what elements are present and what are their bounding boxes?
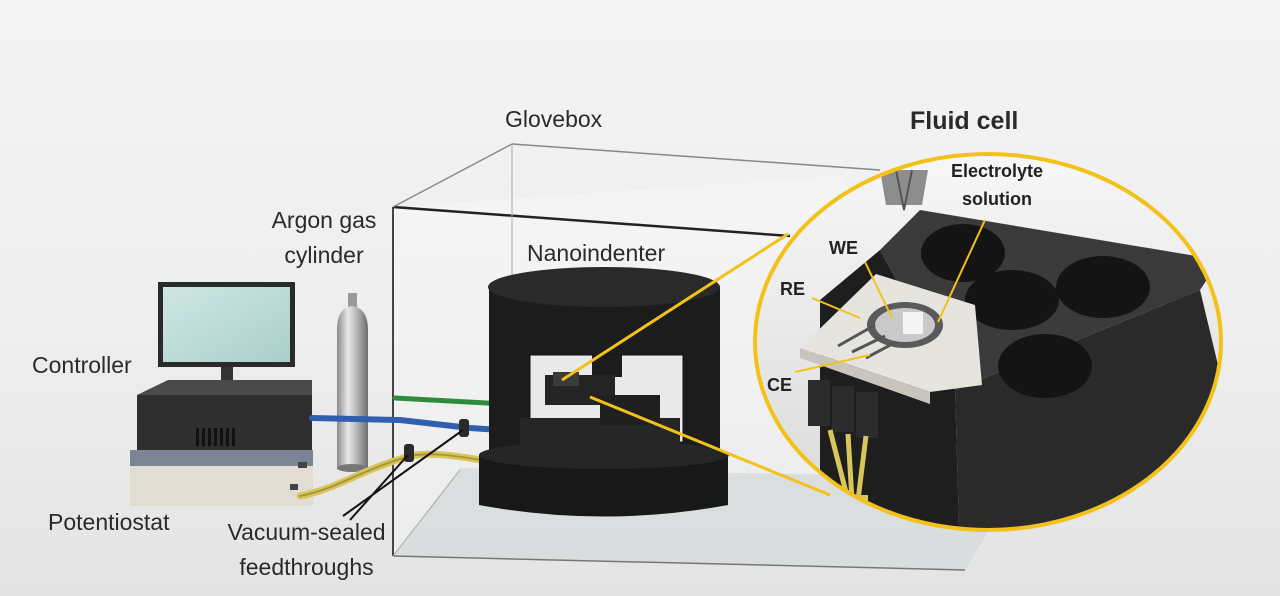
- fluid-cell-title: Fluid cell: [910, 107, 1019, 135]
- feedthrough-label-line2: feedthroughs: [239, 553, 374, 580]
- controller-label: Controller: [32, 352, 132, 378]
- feedthrough-label: Vacuum-sealed feedthroughs: [214, 519, 399, 581]
- electrolyte-label-line2: solution: [962, 188, 1032, 209]
- electrolyte-label: Electrolyte solution: [942, 161, 1052, 211]
- argon-label-line1: Argon gas: [271, 207, 377, 233]
- re-label: RE: [780, 279, 806, 299]
- gas-tubes: [309, 395, 508, 433]
- we-label: WE: [829, 238, 858, 258]
- argon-label-line2: cylinder: [284, 241, 364, 268]
- glovebox-label: Glovebox: [505, 106, 603, 132]
- fluid-cell-zoom: [753, 152, 1223, 532]
- ce-label: CE: [767, 375, 793, 395]
- nanoindenter-label: Nanoindenter: [527, 240, 666, 266]
- zoom-callout-lines: [561, 232, 831, 497]
- argon-cylinder: [337, 293, 368, 472]
- potentiostat-label: Potentiostat: [48, 509, 170, 535]
- controller-monitor: [158, 282, 295, 399]
- vent-slots: [196, 428, 235, 446]
- argon-cylinder-label: Argon gas cylinder: [262, 207, 386, 269]
- feedthrough-label-line1: Vacuum-sealed: [227, 519, 386, 545]
- potentiostat-stack: [130, 380, 313, 506]
- nanoindenter: [479, 267, 729, 517]
- electrolyte-label-line1: Electrolyte: [950, 161, 1044, 181]
